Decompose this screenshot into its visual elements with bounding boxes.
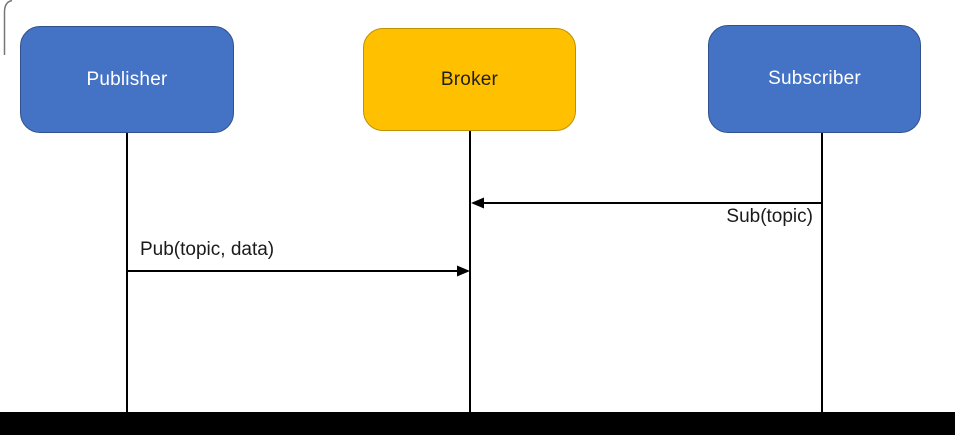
broker-lifeline bbox=[469, 131, 471, 412]
publisher-lifeline bbox=[126, 133, 128, 412]
subscriber-lifeline bbox=[821, 133, 823, 412]
pub-message-label: Pub(topic, data) bbox=[140, 239, 275, 260]
pub-message-arrow bbox=[127, 265, 470, 277]
subscriber-actor-box: Subscriber bbox=[708, 25, 921, 133]
bottom-black-bar bbox=[0, 412, 955, 435]
broker-actor-box: Broker bbox=[363, 28, 576, 131]
subscriber-actor-label: Subscriber bbox=[768, 68, 861, 89]
sub-message-label: Sub(topic) bbox=[726, 206, 813, 227]
cropped-shape-corner bbox=[3, 0, 13, 55]
publisher-actor-label: Publisher bbox=[86, 68, 168, 90]
broker-actor-label: Broker bbox=[440, 68, 499, 90]
publisher-actor-box: Publisher bbox=[20, 26, 234, 133]
